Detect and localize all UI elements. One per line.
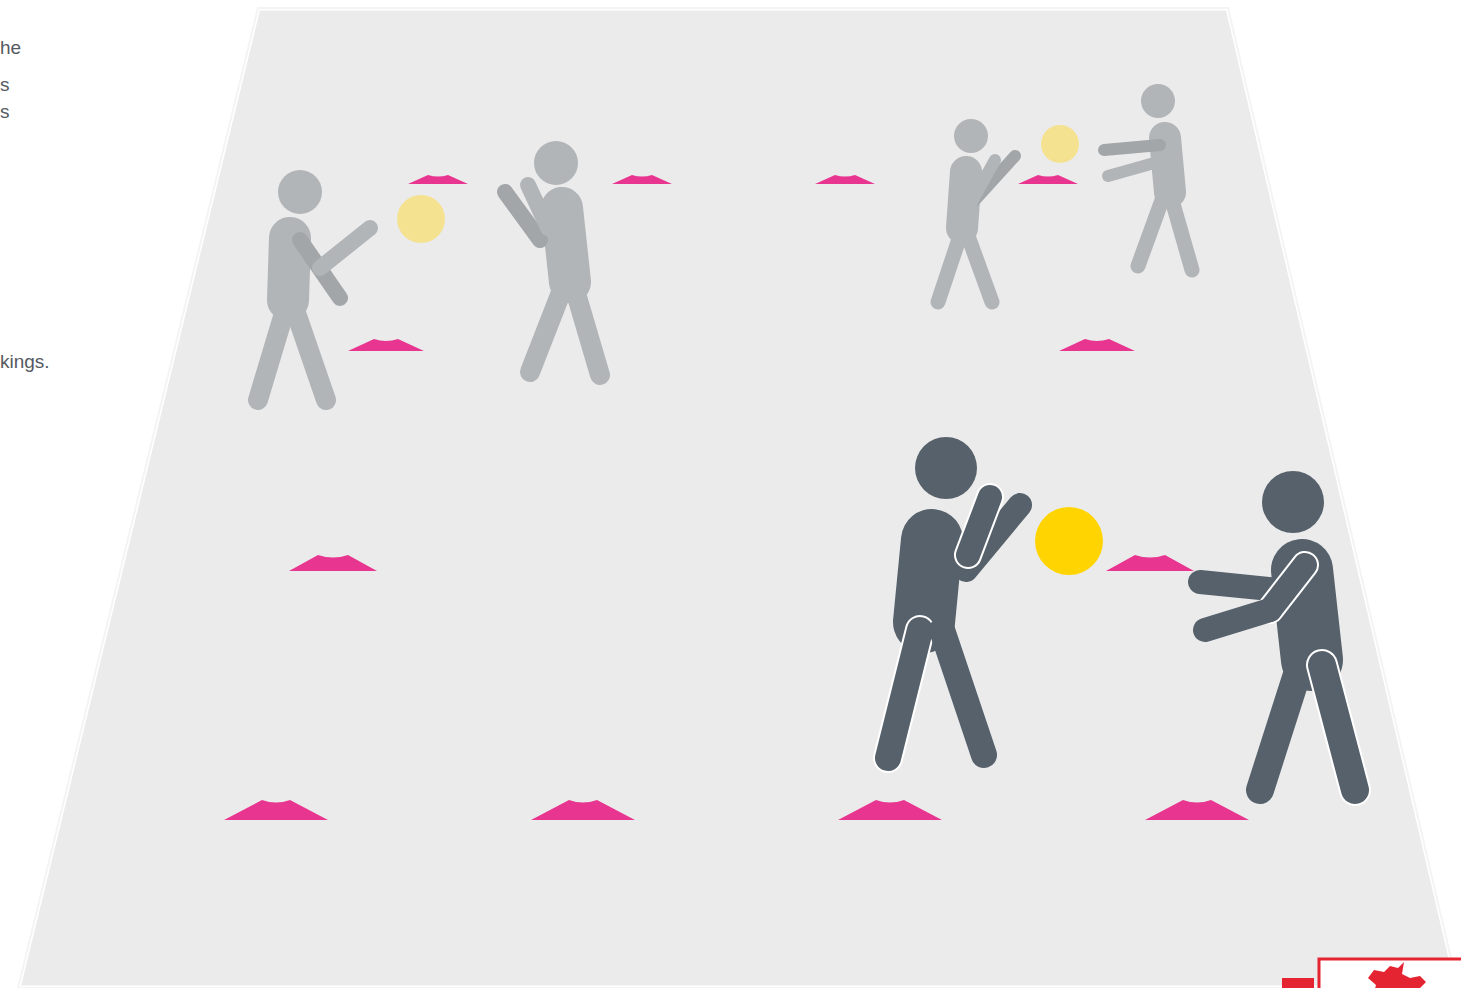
player-leg (1138, 200, 1162, 266)
cone (815, 175, 875, 184)
player-leg (968, 236, 992, 302)
ball (1035, 507, 1103, 575)
player-leg (1172, 200, 1192, 270)
player-leg (295, 310, 326, 400)
player-arm (1205, 610, 1270, 630)
logo-bar (1282, 978, 1314, 988)
player-leg (1260, 665, 1300, 790)
player-arm (1200, 582, 1280, 590)
player-head (954, 119, 988, 153)
cropped-text: s (0, 73, 10, 97)
cone (1018, 175, 1078, 184)
player-arm (970, 160, 995, 205)
court-edge (18, 8, 1458, 988)
player-arm (1108, 160, 1165, 176)
player-leg (888, 630, 920, 758)
faded-ball (1041, 125, 1079, 163)
player-leg (530, 290, 562, 372)
player-torso (562, 208, 570, 282)
cone (408, 175, 468, 184)
player-head (915, 437, 977, 499)
faded-ball (397, 195, 445, 243)
player-torso (924, 540, 932, 622)
cone (1059, 339, 1135, 351)
active-players (888, 437, 1355, 790)
player-arm (528, 185, 548, 228)
player-arm (1104, 145, 1160, 150)
cone (1106, 555, 1194, 571)
player-leg (938, 236, 960, 302)
leg-outline (1322, 665, 1355, 790)
cropped-text: he (0, 36, 21, 60)
player-torso (288, 238, 290, 300)
cropped-text: s (0, 100, 10, 124)
player-arm (320, 228, 370, 268)
player-head (278, 170, 322, 214)
player-head (534, 141, 578, 185)
cone (838, 800, 942, 820)
player-leg (258, 310, 285, 400)
cropped-text: kings. (0, 350, 50, 374)
player-leg (942, 630, 984, 755)
logo-lion (1368, 962, 1426, 988)
arm-outline (968, 497, 990, 555)
player-leg (575, 290, 600, 375)
player-head (1141, 84, 1175, 118)
faded-players (938, 84, 1192, 302)
cones (224, 175, 1249, 820)
player-torso (962, 172, 966, 228)
leg-outline (888, 630, 920, 758)
cone (348, 339, 424, 351)
cone (1145, 800, 1249, 820)
player-leg (1322, 665, 1355, 790)
cone (531, 800, 635, 820)
cone (612, 175, 672, 184)
player-head (1262, 471, 1324, 533)
cone (289, 555, 377, 571)
faded-players (258, 141, 600, 400)
cone (224, 800, 328, 820)
court (18, 8, 1458, 988)
player-arm (968, 497, 990, 555)
